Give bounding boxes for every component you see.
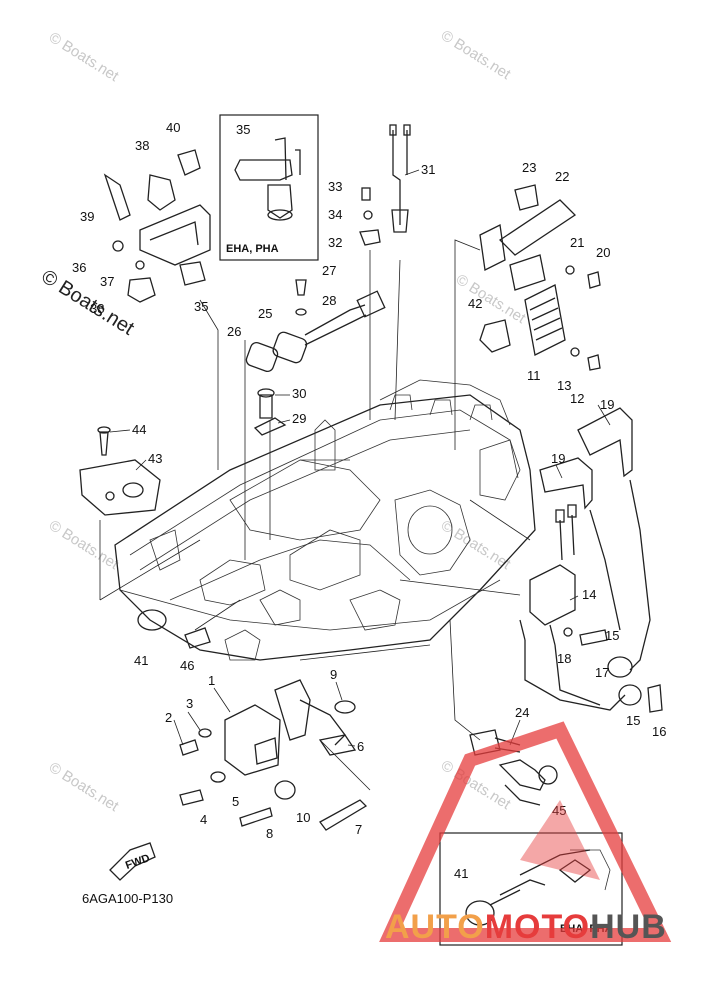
callout-46: 46: [180, 658, 194, 673]
leader-lines: [99, 239, 531, 791]
callout-9: 9: [330, 667, 337, 682]
callout-12: 12: [570, 391, 584, 406]
callout-42: 42: [468, 296, 482, 311]
callout-19a: 19: [600, 397, 614, 412]
bracket-assembly: [103, 149, 211, 303]
callout-44: 44: [132, 422, 146, 437]
bracket-43: [79, 426, 161, 516]
callout-17: 17: [595, 665, 609, 680]
lower-left-parts: [137, 609, 368, 831]
sensor-cable-31: [359, 124, 411, 246]
callout-33: 33: [328, 179, 342, 194]
fwd-arrow: FWD: [109, 842, 156, 881]
inset-bottom: 41 EHA, PHA: [439, 832, 623, 946]
callout-2: 2: [165, 710, 172, 725]
fwd-label: FWD: [124, 852, 152, 872]
callout-1: 1: [208, 673, 215, 688]
callout-7: 7: [355, 822, 362, 837]
callout-39: 39: [80, 209, 94, 224]
callout-35-inset: 35: [236, 122, 250, 137]
callout-5: 5: [232, 794, 239, 809]
callout-41: 41: [134, 653, 148, 668]
callout-13: 13: [557, 378, 571, 393]
watermark-mid-right: © Boats.net: [453, 271, 529, 328]
callout-38b: 38: [90, 301, 104, 316]
callout-31: 31: [421, 162, 435, 177]
rectifier-assembly: [479, 184, 601, 371]
callout-18: 18: [557, 651, 571, 666]
ignition-system: [519, 407, 663, 713]
engine-block: [114, 379, 536, 661]
inset-top-frame: [219, 114, 319, 261]
callout-22: 22: [555, 169, 569, 184]
callout-29: 29: [292, 411, 306, 426]
callout-34: 34: [328, 207, 342, 222]
callout-21: 21: [570, 235, 584, 250]
watermark-top-left: © Boats.net: [46, 29, 122, 86]
callout-45: 45: [552, 803, 566, 818]
callout-15b: 15: [626, 713, 640, 728]
watermark-mid-left: © Boats.net: [46, 517, 122, 574]
callout-16: 16: [652, 724, 666, 739]
callout-27: 27: [322, 263, 336, 278]
callout-37: 37: [100, 274, 114, 289]
inset-top-label: EHA, PHA: [226, 243, 279, 255]
callout-3: 3: [186, 696, 193, 711]
watermark-top-right: © Boats.net: [438, 27, 514, 84]
callout-4: 4: [200, 812, 207, 827]
callout-11: 11: [527, 368, 541, 383]
callout-8: 8: [266, 826, 273, 841]
callout-35: 35: [194, 299, 208, 314]
callout-15a: 15: [605, 628, 619, 643]
callout-40: 40: [166, 120, 180, 135]
callout-14: 14: [582, 587, 596, 602]
brand-logo: AUTOMOTOHUB: [379, 721, 672, 946]
callout-6: 6: [357, 739, 364, 754]
callout-10: 10: [296, 810, 310, 825]
callout-30: 30: [292, 386, 306, 401]
harness-25: [245, 279, 386, 373]
watermark-left: © Boats.net: [37, 266, 138, 340]
callout-25: 25: [258, 306, 272, 321]
callout-19b: 19: [551, 451, 565, 466]
callout-24: 24: [515, 705, 529, 720]
callout-28: 28: [322, 293, 336, 308]
brand-triangle-inner: [520, 800, 600, 880]
callout-41-inset: 41: [454, 866, 468, 881]
callout-23: 23: [522, 160, 536, 175]
callout-38a: 38: [135, 138, 149, 153]
inset-bottom-frame: [439, 832, 623, 946]
callout-36: 36: [72, 260, 86, 275]
callouts: 1 2 3 4 5 6 7 8 9 10 11 12 13 14 15 15 1…: [72, 120, 666, 841]
callout-43: 43: [148, 451, 162, 466]
diagram-code: 6AGA100-P130: [82, 891, 173, 906]
inset-top: 35 EHA, PHA: [219, 114, 319, 261]
clip-29: [253, 388, 287, 436]
watermark-bottom-left: © Boats.net: [46, 759, 122, 816]
brand-text-auto: AUTOMOTOHUB: [385, 908, 667, 946]
watermarks: © Boats.net © Boats.net © Boats.net © Bo…: [37, 27, 529, 816]
callout-ticks: [109, 169, 611, 747]
callout-20: 20: [596, 245, 610, 260]
callout-32: 32: [328, 235, 342, 250]
callout-26: 26: [227, 324, 241, 339]
brand-triangle-outline: [379, 721, 672, 942]
